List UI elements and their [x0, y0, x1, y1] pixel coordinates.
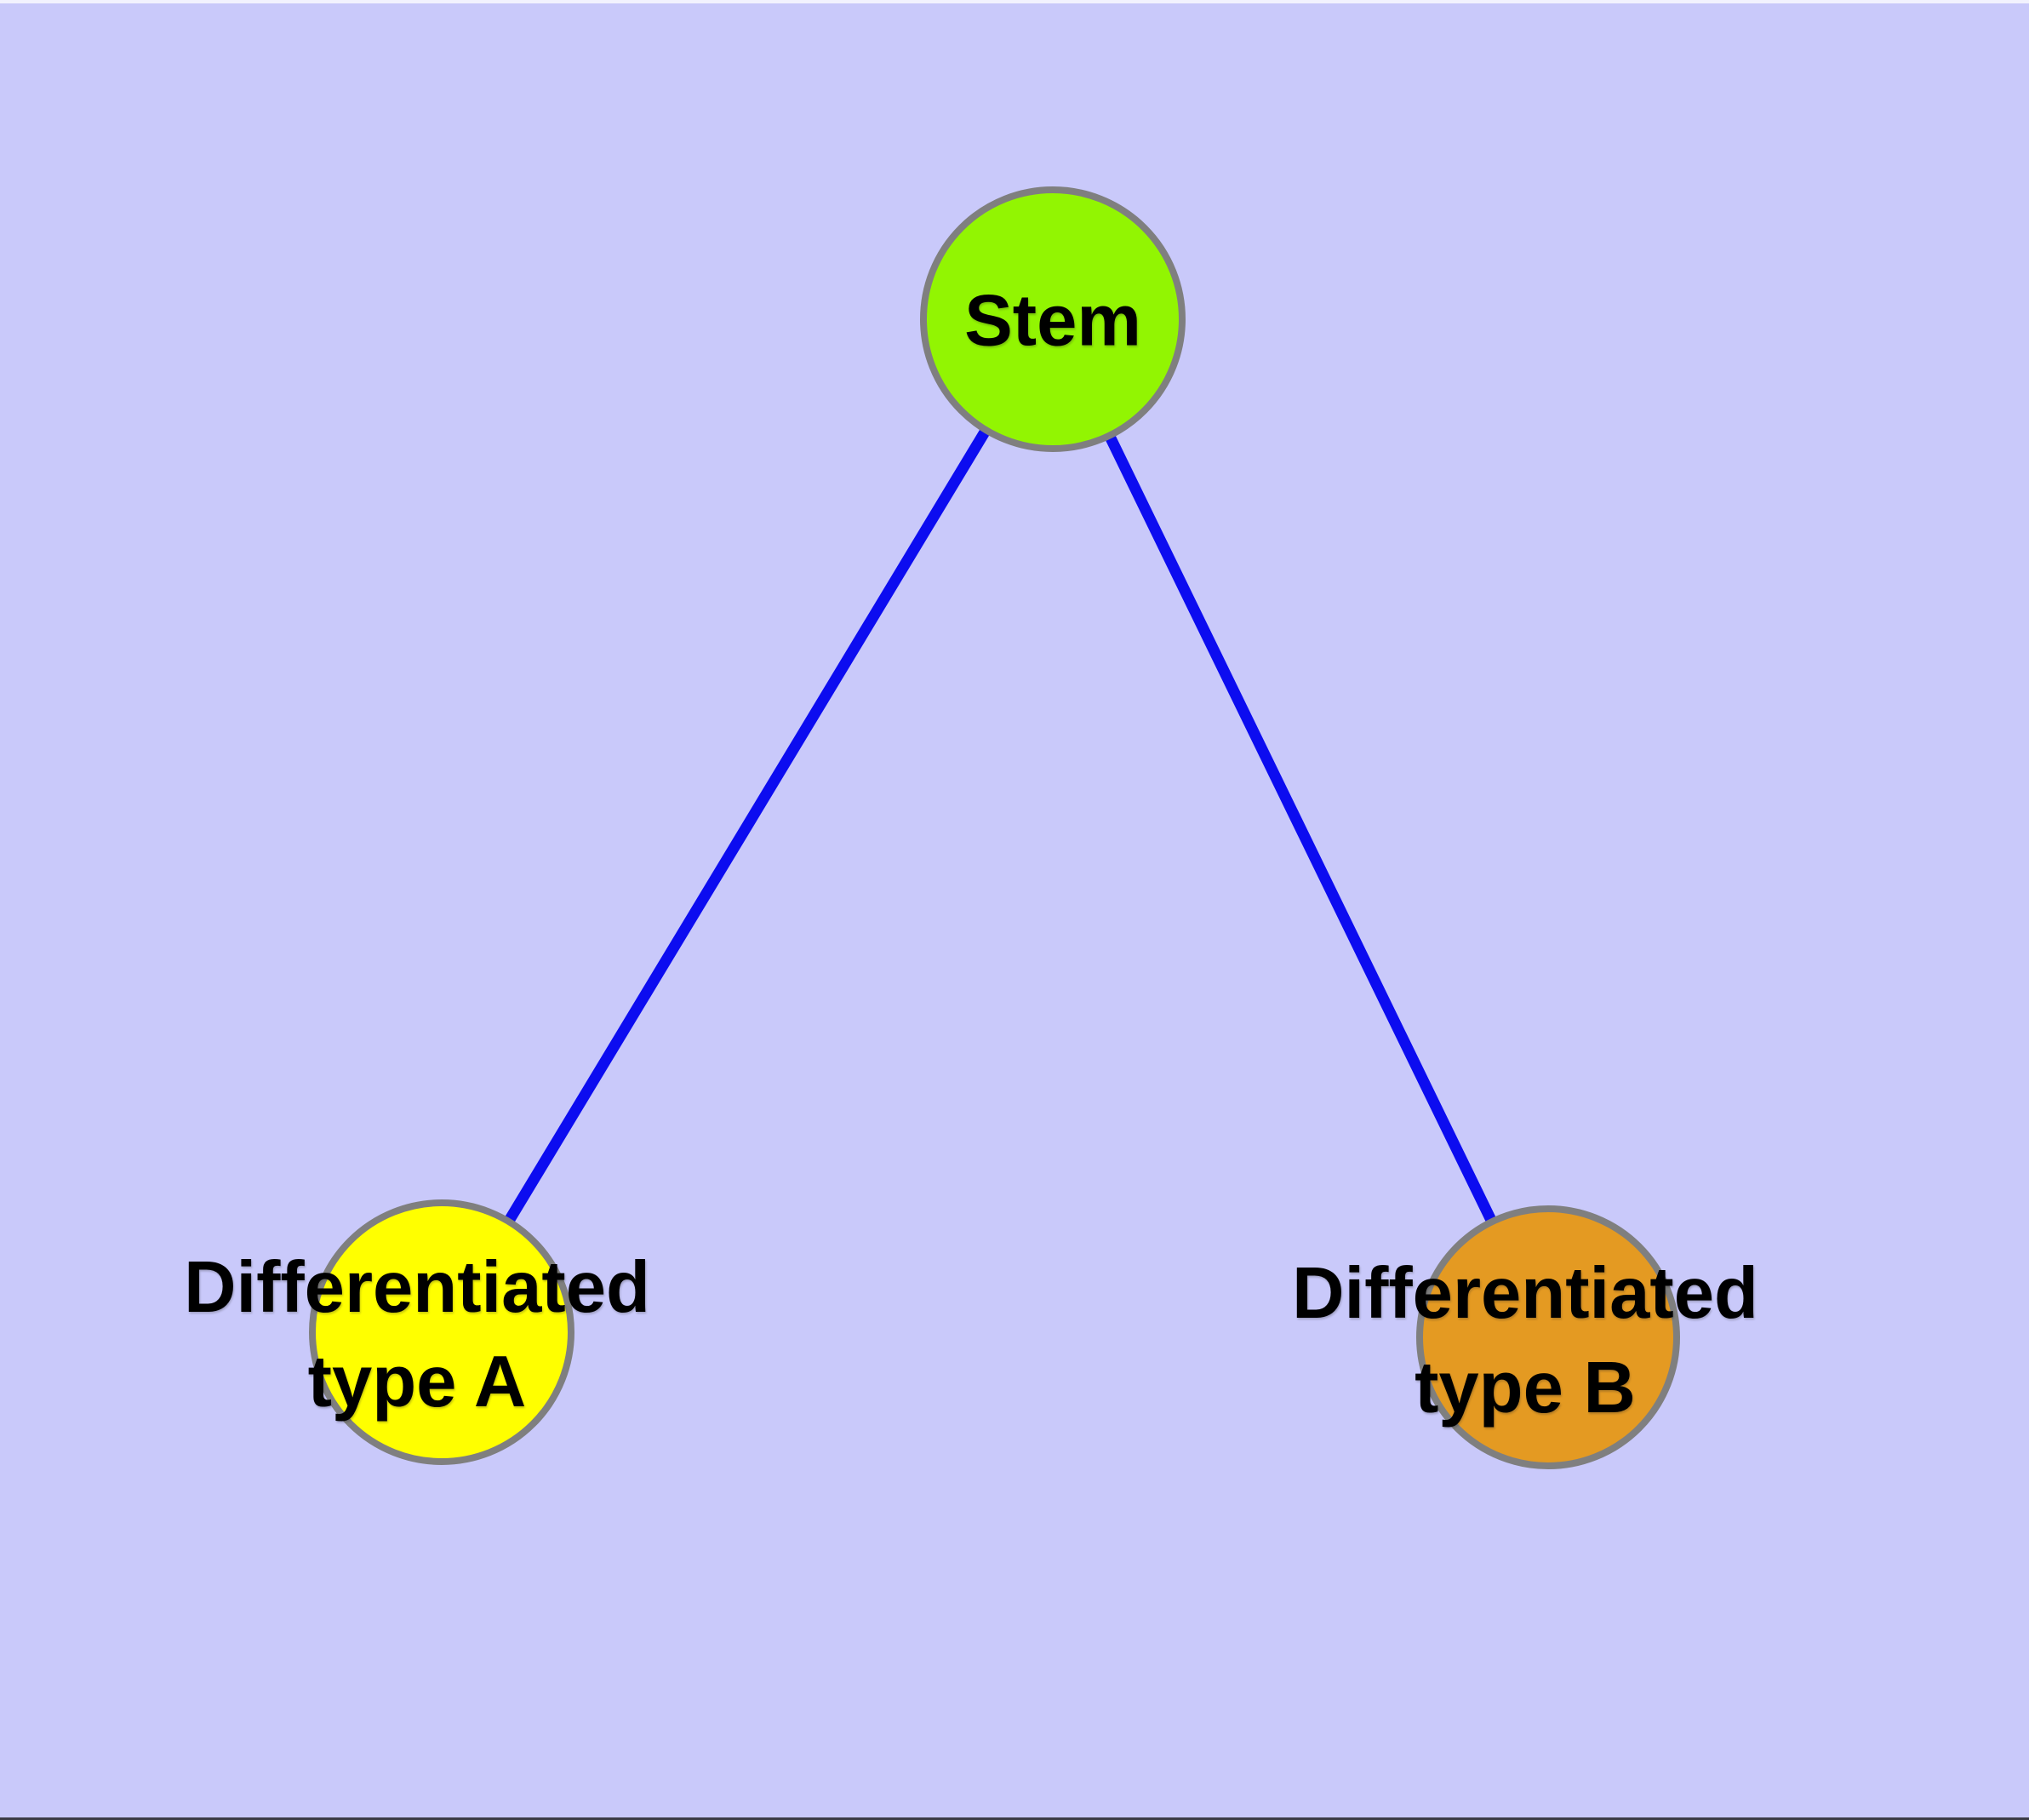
edge-stem-to-differentiated-type-b	[1048, 317, 1553, 1340]
node-circle-differentiated-type-b	[1416, 1205, 1680, 1469]
edge-stem-to-differentiated-type-a	[437, 316, 1058, 1336]
node-circle-differentiated-type-a	[309, 1199, 574, 1465]
bottom-edge-strip	[0, 1817, 2029, 1820]
top-edge-strip	[0, 0, 2029, 3]
node-circle-stem	[920, 186, 1186, 452]
